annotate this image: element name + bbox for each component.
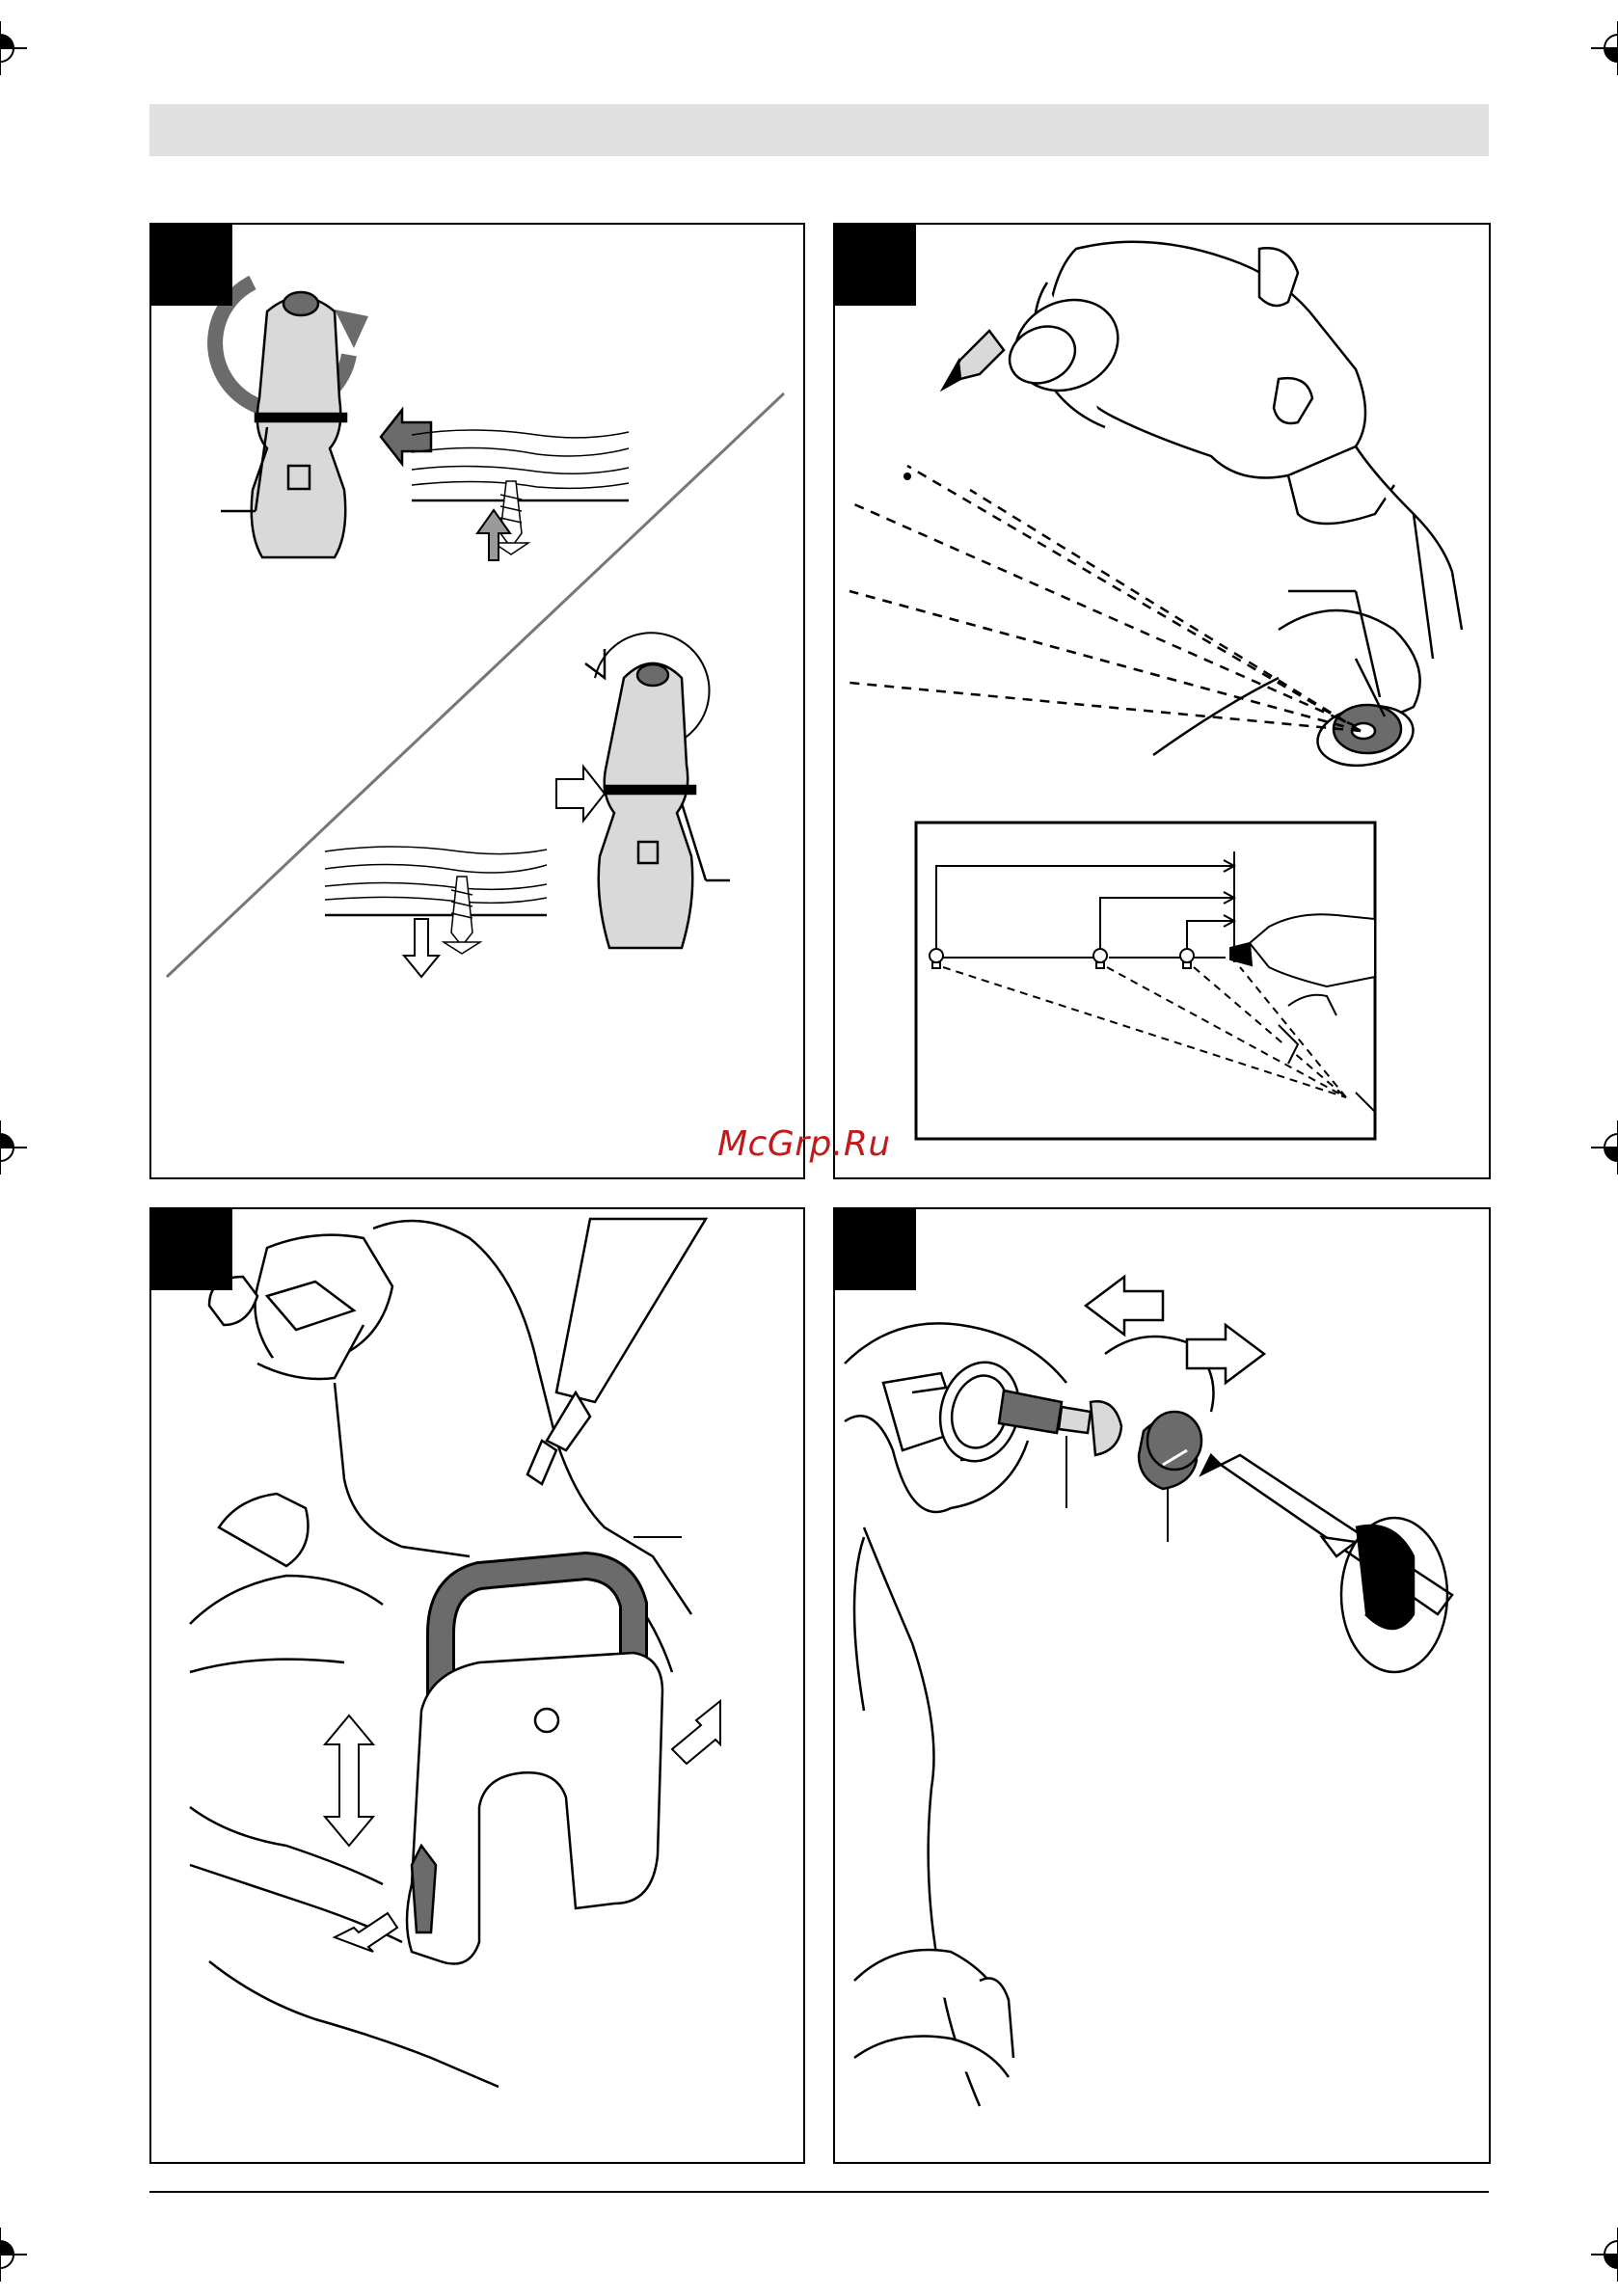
press-arrow-icon bbox=[672, 1701, 720, 1764]
footer-rule bbox=[149, 2191, 1489, 2193]
watermark-text: McGrp.Ru bbox=[717, 1124, 891, 1164]
registration-mark-icon bbox=[0, 2228, 27, 2282]
figure-number-tag bbox=[151, 225, 232, 306]
belt-clip bbox=[407, 1537, 682, 1964]
figure-panel-1 bbox=[149, 223, 805, 1179]
figure-number-tag bbox=[835, 225, 916, 306]
figure-panel-4 bbox=[833, 1207, 1491, 2164]
belt-clip-illustration bbox=[151, 1209, 803, 2162]
registration-mark-icon bbox=[0, 1121, 27, 1175]
drill-forward bbox=[215, 283, 431, 557]
registration-mark-icon bbox=[1591, 21, 1618, 75]
insert-arrow-icon bbox=[1086, 1277, 1163, 1335]
brush-cap bbox=[1139, 1412, 1201, 1542]
drill-head bbox=[943, 242, 1462, 755]
figure-panel-2 bbox=[833, 223, 1491, 1179]
light-beam-icon bbox=[849, 466, 1361, 731]
press-arrow-icon bbox=[381, 410, 431, 464]
registration-mark-icon bbox=[1591, 2228, 1618, 2282]
wood-board-top bbox=[412, 430, 629, 554]
header-bar bbox=[149, 104, 1489, 156]
figure-number-tag bbox=[151, 1209, 232, 1290]
brush-replacement-illustration bbox=[835, 1209, 1489, 2162]
screwdriver-bit bbox=[527, 1219, 706, 1484]
work-light-illustration bbox=[835, 225, 1489, 1177]
slide-down-arrow-icon bbox=[325, 1778, 373, 1846]
registration-mark-icon bbox=[0, 21, 27, 75]
slide-up-arrow-icon bbox=[325, 1715, 373, 1783]
registration-mark-icon bbox=[1591, 1121, 1618, 1175]
remove-arrow-icon bbox=[1187, 1325, 1264, 1383]
press-arrow-icon bbox=[556, 767, 605, 821]
drill-reverse bbox=[585, 633, 730, 948]
screw-out-icon bbox=[404, 919, 439, 977]
rotation-direction-illustration bbox=[151, 225, 803, 1177]
wood-board-bottom bbox=[325, 847, 547, 954]
figure-number-tag bbox=[835, 1209, 916, 1290]
figure-panel-3 bbox=[149, 1207, 805, 2164]
